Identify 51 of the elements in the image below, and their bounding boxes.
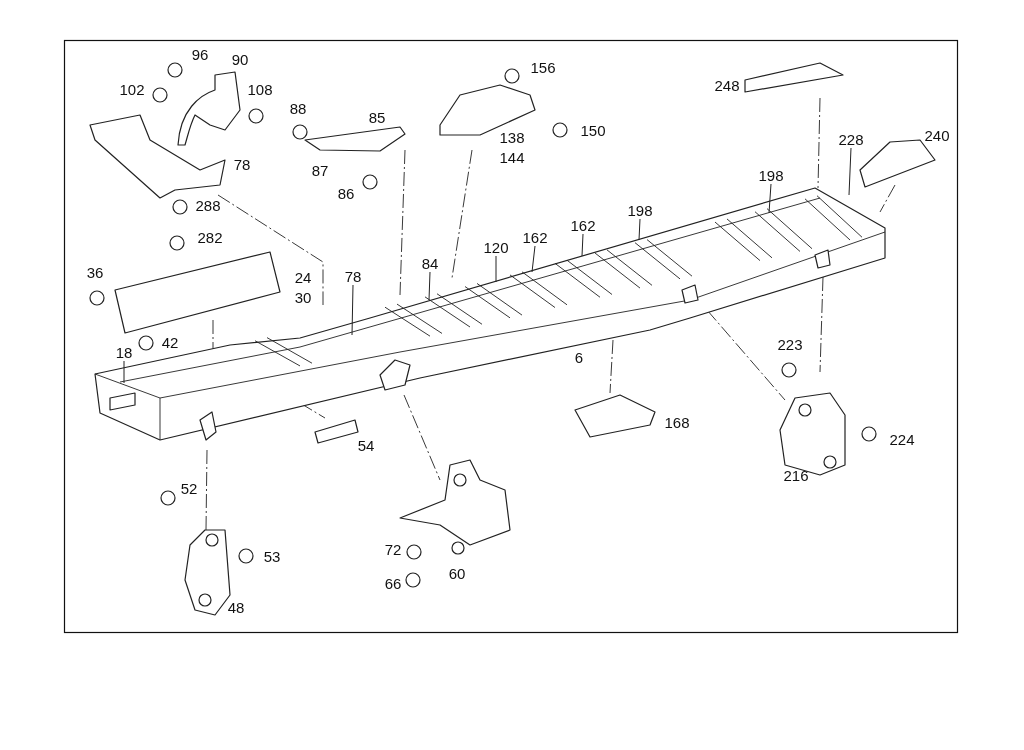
callout-number: 96	[191, 47, 209, 62]
callout-number: 248	[714, 78, 740, 93]
callout-number: 198	[627, 203, 653, 218]
callout-number: 288	[195, 198, 221, 213]
callout-number: 88	[289, 101, 307, 116]
leader-line	[495, 255, 497, 283]
callout-number: 87	[311, 163, 329, 178]
leader-line	[848, 147, 852, 196]
callout-number: 156	[530, 60, 556, 75]
callout-number: 102	[119, 82, 145, 97]
callout-number: 52	[180, 481, 198, 496]
callout-number: 120	[483, 240, 509, 255]
callout-number: 84	[421, 256, 439, 271]
callout-number: 85	[368, 110, 386, 125]
callout-number: 228	[838, 132, 864, 147]
callout-number: 86	[337, 186, 355, 201]
callout-number: 168	[664, 415, 690, 430]
callout-number: 18	[115, 345, 133, 360]
callout-number: 6	[574, 350, 584, 365]
callout-number: 224	[889, 432, 915, 447]
callout-number: 78	[344, 269, 362, 284]
callout-number: 60	[448, 566, 466, 581]
callout-number: 36	[86, 265, 104, 280]
leader-line	[123, 360, 125, 384]
callout-number: 240	[924, 128, 950, 143]
callout-number: 108	[247, 82, 273, 97]
callout-number: 144	[499, 150, 525, 165]
leader-line	[351, 284, 354, 336]
callout-number: 78	[233, 157, 251, 172]
leader-line	[428, 271, 431, 301]
callout-number: 162	[570, 218, 596, 233]
callout-number: 54	[357, 438, 375, 453]
callout-number: 138	[499, 130, 525, 145]
leader-line	[638, 218, 641, 241]
callout-number: 66	[384, 576, 402, 591]
callout-number: 162	[522, 230, 548, 245]
callout-number: 24	[294, 270, 312, 285]
callout-number: 150	[580, 123, 606, 138]
callout-number: 216	[783, 468, 809, 483]
callout-number: 198	[758, 168, 784, 183]
leader-line	[581, 233, 584, 257]
callout-number: 72	[384, 542, 402, 557]
callout-number: 30	[294, 290, 312, 305]
callout-number: 42	[161, 335, 179, 350]
callout-number: 282	[197, 230, 223, 245]
callout-number: 223	[777, 337, 803, 352]
callout-number: 48	[227, 600, 245, 615]
leader-line	[531, 245, 536, 273]
leader-line	[768, 183, 772, 214]
callout-number: 53	[263, 549, 281, 564]
callout-number: 90	[231, 52, 249, 67]
